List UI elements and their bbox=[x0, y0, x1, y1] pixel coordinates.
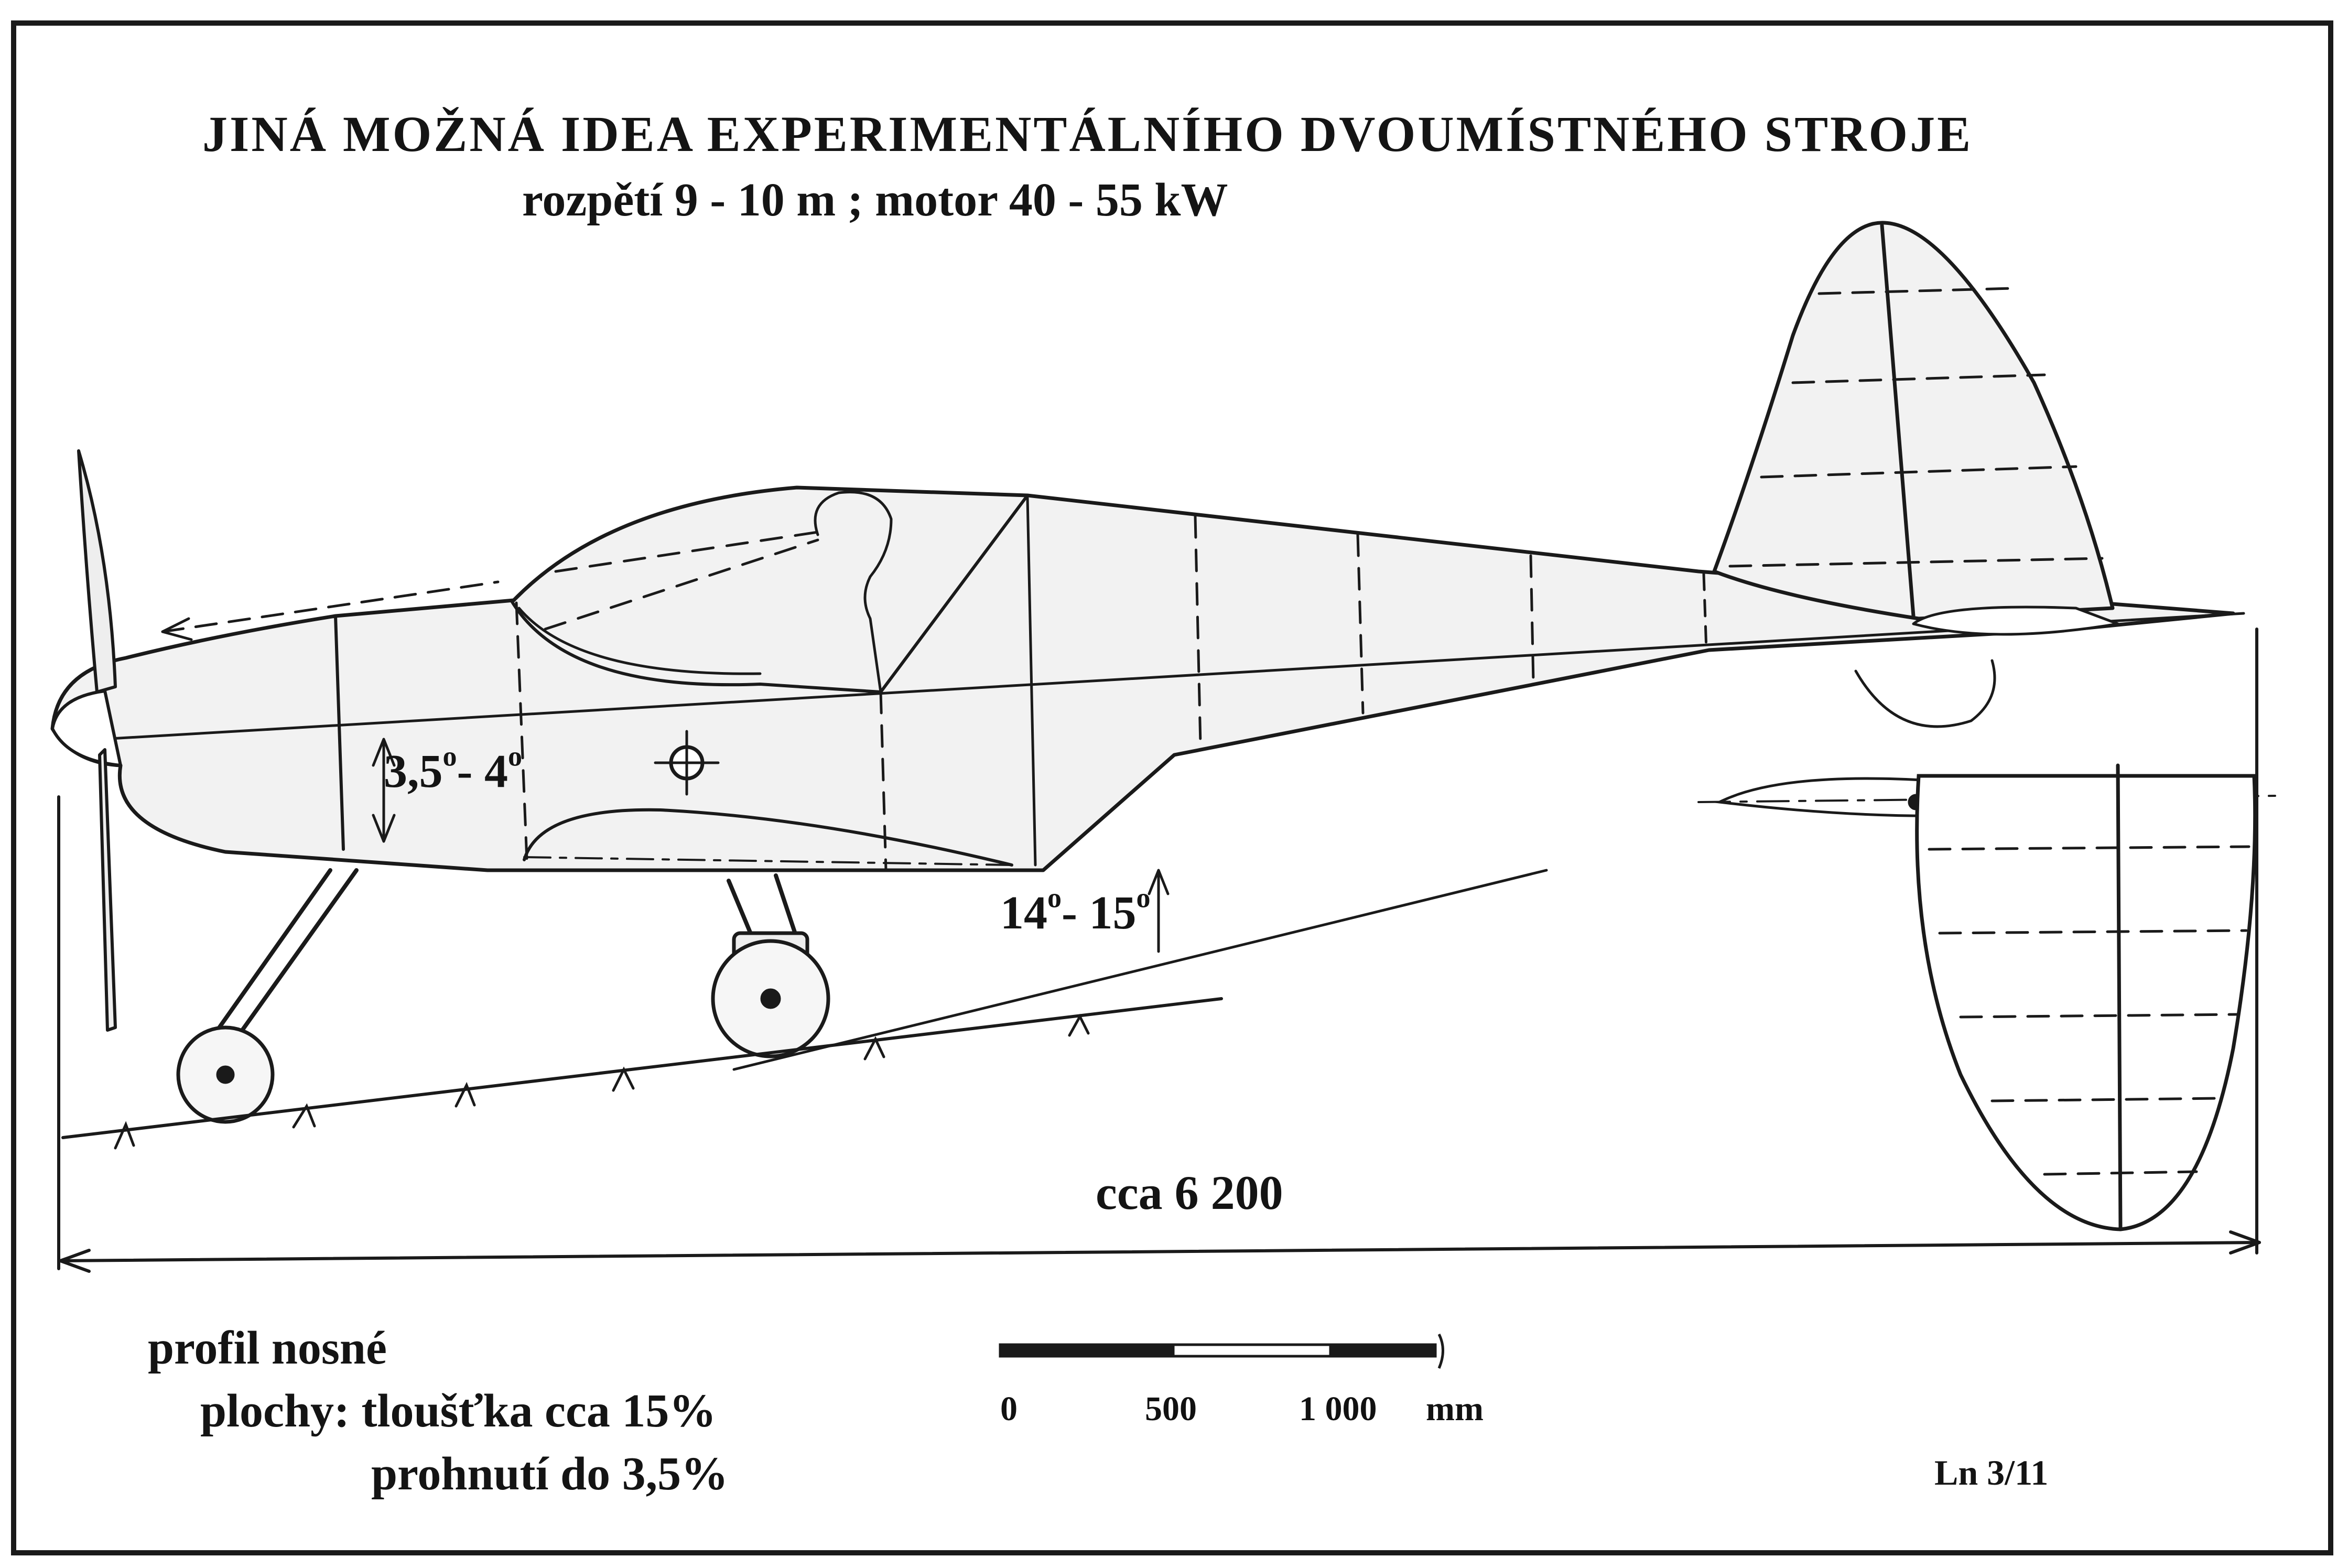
ground-angle-line bbox=[732, 869, 1548, 1071]
forward-arrow-head bbox=[161, 617, 193, 641]
wing-rib-4 bbox=[1990, 1097, 2224, 1102]
incidence-angle-to: 4 bbox=[484, 745, 508, 797]
fuselage-frame-3 bbox=[879, 690, 888, 872]
ground-angle-label: 14o- 15o bbox=[1000, 884, 1150, 940]
main-gear-strut bbox=[202, 868, 359, 1056]
fin-rib-4 bbox=[1728, 557, 2104, 568]
scale-bar-segment-2 bbox=[1172, 1343, 1332, 1358]
airfoil-note-line-3: prohnutí do 3,5% bbox=[371, 1448, 729, 1500]
sight-line-1 bbox=[554, 531, 819, 573]
fuselage-frame-2 bbox=[515, 601, 528, 861]
wing-rib-1 bbox=[1928, 845, 2250, 851]
dimension-arrow-left bbox=[59, 1249, 91, 1273]
wing-planform bbox=[1697, 763, 2276, 1231]
stabilizer-section bbox=[1912, 605, 2119, 636]
fuselage-reference-line bbox=[82, 612, 2245, 742]
fuselage-frame-5 bbox=[1194, 515, 1202, 746]
fuselage-frame-8 bbox=[1702, 572, 1708, 652]
wing-rib-3 bbox=[1959, 1013, 2240, 1019]
fuselage-frame-1 bbox=[334, 614, 345, 851]
landing-gear bbox=[176, 868, 830, 1124]
page-title: JINÁ MOŽNÁ IDEA EXPERIMENTÁLNÍHO DVOUMÍS… bbox=[202, 106, 1973, 162]
length-dimension bbox=[57, 628, 2261, 1273]
propeller-lower bbox=[98, 748, 117, 1032]
scale-unit-label: mm bbox=[1426, 1390, 1484, 1428]
degree-mark: o bbox=[1047, 882, 1062, 914]
length-label: cca 6 200 bbox=[1096, 1166, 1283, 1219]
range-separator: - bbox=[457, 745, 484, 797]
cg-cross bbox=[654, 730, 720, 796]
sheet-border bbox=[11, 20, 2333, 1555]
spinner bbox=[51, 689, 122, 767]
dimension-line bbox=[59, 1241, 2261, 1262]
dimension-arrow-right bbox=[2229, 1230, 2261, 1255]
rear-wheel-hub bbox=[760, 988, 781, 1009]
wing-planform-outline bbox=[1915, 774, 2257, 1231]
fuselage-frame-6 bbox=[1356, 533, 1365, 715]
main-wheel-hub bbox=[216, 1065, 235, 1084]
airfoil-note-line-1: profil nosné bbox=[148, 1322, 387, 1374]
incidence-angle-from: 3,5 bbox=[384, 745, 443, 797]
fin-rib-3 bbox=[1760, 465, 2078, 479]
wing-root-airfoil bbox=[523, 808, 1013, 867]
sheet-reference: Ln 3/11 bbox=[1934, 1453, 2049, 1493]
wing-spar bbox=[2116, 763, 2123, 1231]
scale-tick-label: 0 bbox=[1000, 1390, 1018, 1428]
fuselage-side-view bbox=[50, 221, 2245, 1032]
pilot-head bbox=[814, 491, 893, 694]
fin-rib-2 bbox=[1791, 373, 2046, 384]
ground-angle-to: 15 bbox=[1089, 887, 1137, 939]
scale-bar bbox=[999, 1333, 1444, 1369]
grass bbox=[114, 1013, 1090, 1150]
forward-arrow-line bbox=[161, 580, 500, 633]
canopy bbox=[510, 494, 1029, 694]
ground bbox=[61, 869, 1548, 1150]
airfoil-note-line-2: plochy: tloušťka cca 15% bbox=[200, 1385, 717, 1437]
scale-tick-label: 1 000 bbox=[1299, 1390, 1377, 1428]
scale-bar-end bbox=[1437, 1333, 1444, 1369]
fuselage-frame-4 bbox=[1026, 496, 1037, 867]
incidence-arrow bbox=[372, 738, 396, 843]
page-subtitle: rozpětí 9 - 10 m ; motor 40 - 55 kW bbox=[522, 174, 1228, 226]
ground-angle-arrow bbox=[1148, 869, 1170, 953]
wing-rib-5 bbox=[2043, 1170, 2198, 1176]
range-separator: - bbox=[1062, 887, 1089, 939]
sight-line-2 bbox=[544, 538, 819, 631]
scale-bar-segment-1 bbox=[999, 1343, 1175, 1358]
ground-line bbox=[61, 997, 1223, 1139]
canopy-frame bbox=[517, 607, 762, 675]
vertical-tail bbox=[1712, 221, 2115, 621]
degree-mark: o bbox=[507, 740, 522, 772]
wing-chord-line bbox=[523, 856, 1013, 866]
wing-rib-2 bbox=[1938, 929, 2248, 935]
scale-bar-segment-3 bbox=[1329, 1343, 1437, 1358]
fin-rib-1 bbox=[1817, 287, 2015, 295]
ground-angle-from: 14 bbox=[1000, 887, 1047, 939]
degree-mark: o bbox=[1136, 882, 1151, 914]
propeller-upper bbox=[77, 449, 117, 694]
incidence-angle-label: 3,5o- 4o bbox=[384, 740, 522, 798]
degree-mark: o bbox=[442, 740, 457, 772]
scale-tick-label: 500 bbox=[1145, 1390, 1197, 1428]
fuselage-frame-7 bbox=[1529, 554, 1535, 683]
tail-fairing bbox=[1854, 659, 1996, 728]
